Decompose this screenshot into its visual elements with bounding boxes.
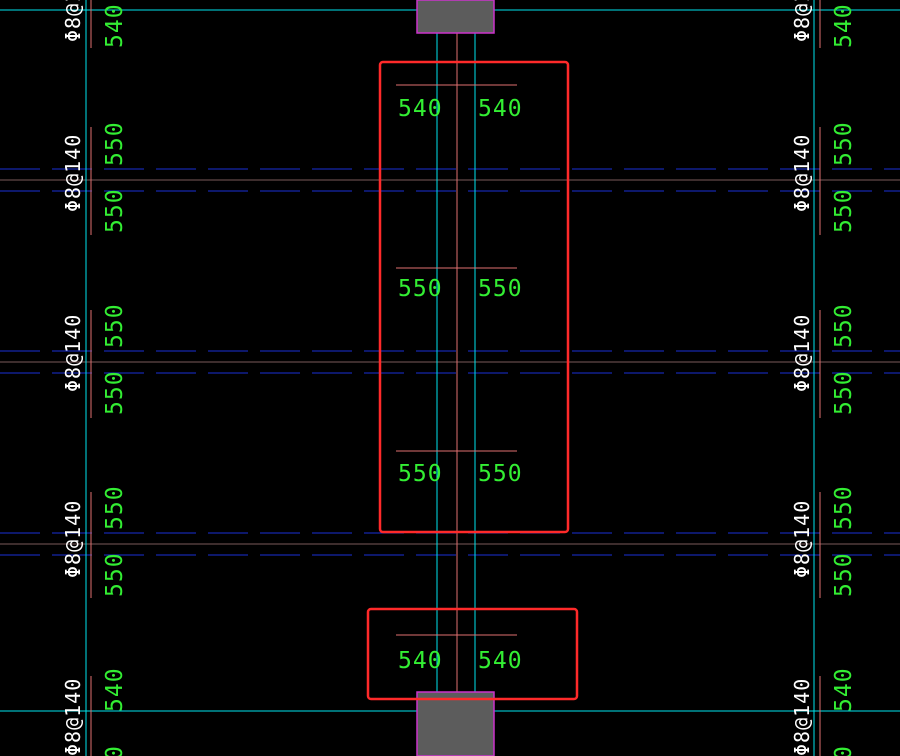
rebar-spec-label[interactable]: Φ8@140	[790, 500, 814, 578]
dimension-label[interactable]: 0	[102, 745, 128, 756]
dashed-rebar-lines	[0, 168, 900, 556]
center-dimension-right[interactable]: 540	[478, 96, 523, 122]
rebar-spec-label[interactable]: Φ8@140	[790, 0, 814, 42]
dimension-label[interactable]: 540	[831, 3, 857, 48]
columns	[416, 0, 495, 756]
dimension-label[interactable]: 550	[831, 188, 857, 233]
dimension-label[interactable]: 550	[831, 370, 857, 415]
center-dimension-left[interactable]: 540	[398, 648, 443, 674]
dimension-label[interactable]: 0	[831, 745, 857, 756]
highlight-boxes	[366, 60, 579, 701]
dimension-label[interactable]: 550	[102, 188, 128, 233]
center-dimension-right[interactable]: 550	[478, 461, 523, 487]
rebar-red-lines	[0, 179, 900, 545]
column-top[interactable]	[416, 0, 495, 34]
rebar-spec-label[interactable]: Φ8@140	[61, 500, 85, 578]
left-annotations: Φ8@140 540 Φ8@140 550 550 Φ8@140 550 550…	[61, 0, 128, 756]
rebar-spec-label[interactable]: Φ8@140	[61, 134, 85, 212]
dimension-label[interactable]: 550	[102, 303, 128, 348]
dimension-label[interactable]: 540	[102, 3, 128, 48]
dimension-label[interactable]: 550	[831, 552, 857, 597]
center-dimension-left[interactable]: 550	[398, 461, 443, 487]
rebar-spec-label[interactable]: Φ8@140	[790, 314, 814, 392]
dimension-label[interactable]: 550	[831, 485, 857, 530]
center-dimension-left[interactable]: 540	[398, 96, 443, 122]
center-dimension-right[interactable]: 550	[478, 276, 523, 302]
central-beam	[436, 0, 476, 756]
highlight-box-upper[interactable]	[378, 60, 570, 534]
dimension-label[interactable]: 550	[102, 370, 128, 415]
dimension-label[interactable]: 550	[831, 121, 857, 166]
span-marker-lines	[396, 84, 517, 636]
rebar-spec-label[interactable]: Φ8@140	[61, 314, 85, 392]
rebar-spec-label[interactable]: Φ8@140	[790, 678, 814, 756]
center-dimension-left[interactable]: 550	[398, 276, 443, 302]
center-dimension-right[interactable]: 540	[478, 648, 523, 674]
right-annotations: Φ8@140 540 Φ8@140 550 550 Φ8@140 550 550…	[790, 0, 857, 756]
dimension-label[interactable]: 550	[102, 485, 128, 530]
dimension-label[interactable]: 540	[102, 667, 128, 712]
side-vertical-lines	[85, 0, 821, 756]
dimension-label[interactable]: 550	[831, 303, 857, 348]
center-annotations: 540 540 550 550 550 550 540 540	[398, 96, 523, 674]
rebar-spec-label[interactable]: Φ8@140	[790, 134, 814, 212]
dimension-label[interactable]: 540	[831, 667, 857, 712]
dimension-label[interactable]: 550	[102, 121, 128, 166]
rebar-spec-label[interactable]: Φ8@140	[61, 678, 85, 756]
rebar-spec-label[interactable]: Φ8@140	[61, 0, 85, 42]
dimension-label[interactable]: 550	[102, 552, 128, 597]
highlight-box-lower[interactable]	[366, 607, 579, 701]
column-bottom[interactable]	[416, 691, 495, 756]
